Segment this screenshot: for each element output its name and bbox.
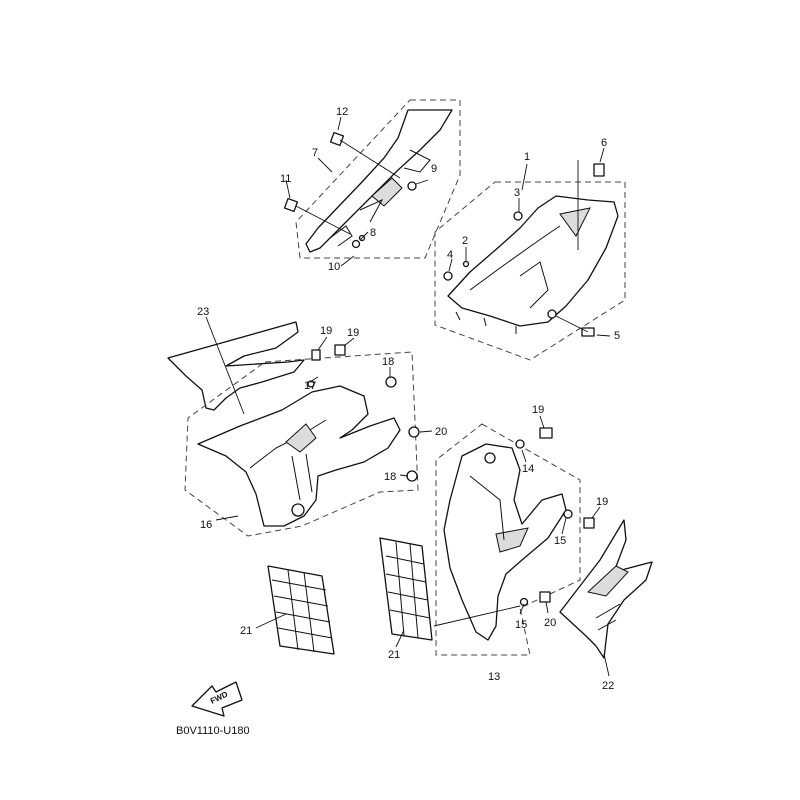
callout-21a: 21 xyxy=(240,625,252,637)
callout-20a: 20 xyxy=(435,426,447,438)
fasteners-group-1 xyxy=(443,163,605,337)
callout-18b: 18 xyxy=(384,471,396,483)
callout-1: 1 xyxy=(524,151,530,163)
callout-15a: 15 xyxy=(554,535,566,547)
leader-lines xyxy=(205,116,611,677)
callout-19a: 19 xyxy=(320,325,332,337)
callout-labels: 1 2 3 4 5 6 7 8 9 10 11 12 13 14 15 15 1… xyxy=(197,106,620,692)
callout-7: 7 xyxy=(312,147,318,159)
callout-23: 23 xyxy=(197,306,209,318)
callout-20b: 20 xyxy=(544,617,556,629)
callout-21b: 21 xyxy=(388,649,400,661)
fasteners-group-7 xyxy=(283,131,417,249)
part-22-decal xyxy=(559,519,653,659)
callout-12: 12 xyxy=(336,106,348,118)
callout-15b: 15 xyxy=(515,619,527,631)
callout-13: 13 xyxy=(488,671,500,683)
fasteners-group-13 xyxy=(515,427,595,607)
callout-11: 11 xyxy=(280,173,291,185)
callout-14: 14 xyxy=(522,463,534,475)
callout-4: 4 xyxy=(447,249,453,261)
callout-22: 22 xyxy=(602,680,614,692)
callout-19b: 19 xyxy=(347,327,359,339)
part-13-front-panel xyxy=(435,423,581,656)
callout-9: 9 xyxy=(431,163,437,175)
callout-6: 6 xyxy=(601,137,607,149)
callout-19c: 19 xyxy=(532,404,544,416)
part-1-side-panel xyxy=(434,160,626,361)
part-21-radiator-guard-left xyxy=(267,565,335,655)
drawing-code: B0V1110-U180 xyxy=(176,725,250,737)
callout-5: 5 xyxy=(614,330,620,342)
callout-8: 8 xyxy=(370,227,376,239)
callout-19d: 19 xyxy=(596,496,608,508)
callout-2: 2 xyxy=(462,235,468,247)
callout-3: 3 xyxy=(514,187,520,199)
part-23-decal xyxy=(167,321,305,411)
callout-10: 10 xyxy=(328,261,340,273)
callout-17: 17 xyxy=(304,380,316,392)
part-7-side-cover xyxy=(295,99,461,259)
callout-16: 16 xyxy=(200,519,212,531)
part-16-shroud xyxy=(184,351,419,537)
fwd-arrow-icon: FWD xyxy=(191,681,243,717)
callout-18a: 18 xyxy=(382,356,394,368)
part-21-radiator-guard-center xyxy=(379,537,521,641)
fasteners-group-16 xyxy=(307,344,420,482)
